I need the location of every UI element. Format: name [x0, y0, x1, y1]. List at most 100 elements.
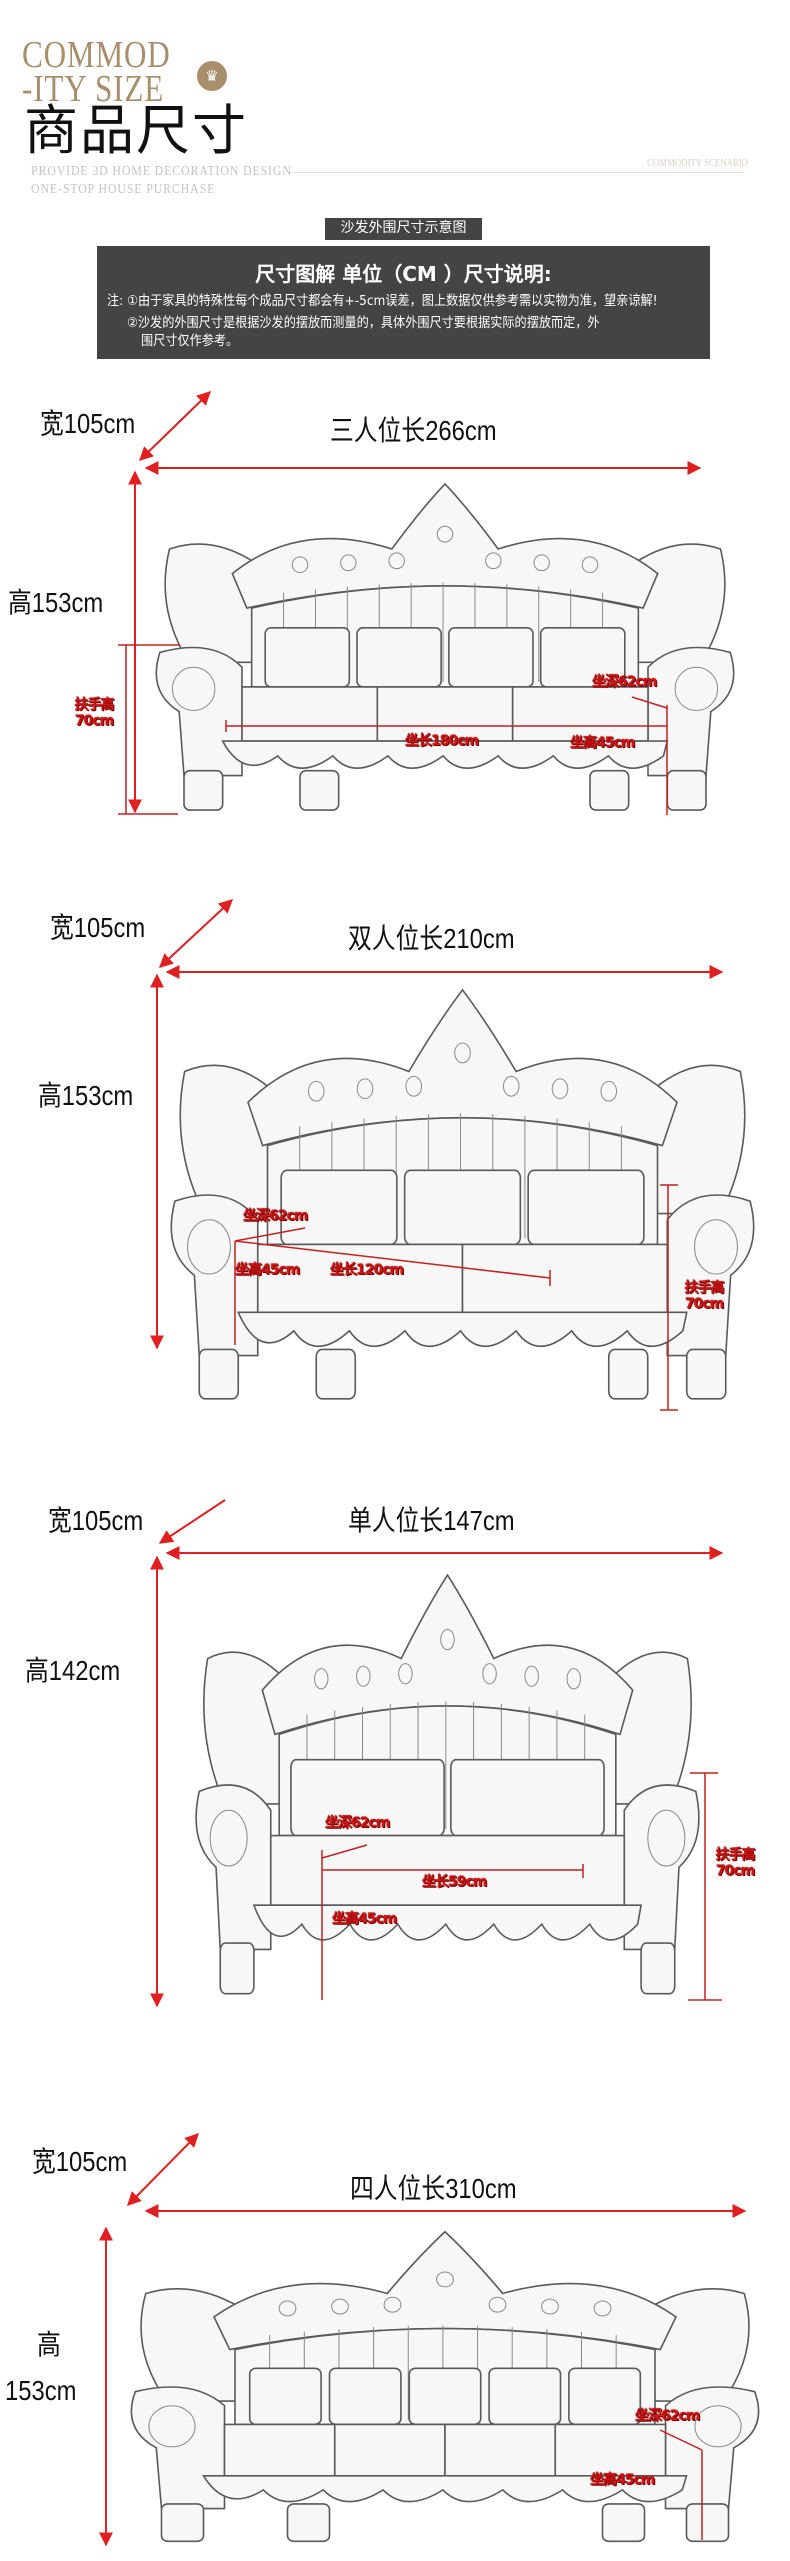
right-arm [666, 2387, 759, 2509]
left-arm-scroll [210, 1810, 247, 1866]
crest-ornament [279, 2301, 296, 2316]
four-seat-sofa-sketch [130, 2228, 760, 2546]
crown-icon: ♛ [197, 61, 227, 91]
arm-height-text: 扶手高 [715, 1847, 756, 1863]
crest-ornament [582, 557, 597, 573]
arm-height-value: 70cm [684, 1296, 724, 1312]
crest-ornament [534, 555, 549, 571]
left-arm-scroll [172, 667, 215, 710]
crest-ornament [292, 557, 307, 573]
crest-ornament [542, 2299, 559, 2314]
carved-apron [254, 1905, 641, 1940]
sofa-leg [590, 771, 629, 810]
left-arm [131, 2387, 224, 2509]
sofa-leg [316, 1349, 355, 1398]
length-label: 双人位长210cm [348, 923, 515, 954]
note-2-line2: 围尺寸仅作参考。 [141, 333, 239, 349]
height-label: 高153cm [38, 1080, 134, 1111]
seat-length-label: 坐长120cm [330, 1262, 404, 1278]
arm-height-text: 扶手高 [684, 1280, 725, 1296]
height-label: 高153cm [8, 587, 104, 618]
seat-cushion [445, 2424, 555, 2475]
left-arm [171, 1195, 257, 1356]
seat-depth-label: 坐深62cm [592, 674, 657, 690]
sofa-leg [220, 1943, 254, 1994]
sofa-leg [288, 2504, 330, 2541]
seat-cushion [377, 687, 512, 741]
seat-length-label: 坐长180cm [405, 733, 479, 749]
title-en-line1: COMMOD [22, 34, 171, 76]
seat-length-label: 坐长59cm [422, 1874, 487, 1890]
left-arm [156, 648, 242, 776]
scenario-label: COMMODITY SCENARIO [647, 157, 749, 169]
crest-ornament [552, 1079, 568, 1099]
page-title: 商品尺寸 [24, 99, 248, 162]
sofa-leg [687, 2504, 729, 2541]
left-arm-scroll [188, 1220, 231, 1274]
right-arm-scroll [695, 1220, 738, 1274]
height-label: 高142cm [25, 1655, 121, 1686]
right-arm [648, 648, 734, 776]
width-label: 宽105cm [40, 408, 136, 439]
width-label: 宽105cm [32, 2146, 128, 2177]
sofa-leg [162, 2504, 204, 2541]
two-seat-sofa-sketch [170, 985, 755, 1405]
note-1: 注: ①由于家具的特殊性每个成品尺寸都会有+-5cm误差，图上数据仅供参考需以实… [107, 293, 658, 309]
title-en-line2: -ITY SIZE [22, 68, 165, 110]
crest-ornament [455, 1043, 471, 1063]
carved-apron [238, 1312, 687, 1346]
length-label: 四人位长310cm [350, 2173, 517, 2204]
seat-depth-label: 坐深62cm [635, 2408, 700, 2424]
seat-depth-label: 坐深62cm [325, 1815, 390, 1831]
crest-ornament [441, 1629, 454, 1649]
width-arrow [138, 391, 212, 461]
crest-ornament [525, 1666, 538, 1686]
sofa-leg [603, 2504, 645, 2541]
crest-ornament [503, 1076, 519, 1096]
right-arm-scroll [648, 1810, 685, 1866]
right-arm-scroll [675, 667, 718, 710]
crest-ornament [486, 553, 501, 569]
crest-ornament [483, 1664, 496, 1684]
diagram-label: 沙发外围尺寸示意图 [325, 218, 482, 240]
seat-depth-line [631, 696, 668, 709]
note-2-line1: ②沙发的外围尺寸是根据沙发的摆放而测量的，具体外围尺寸要根据实际的摆放而定，外 [127, 315, 600, 331]
carved-apron [204, 2476, 687, 2502]
crest-ornament [594, 2301, 611, 2316]
crest-ornament [406, 1076, 422, 1096]
seat-cushion [513, 687, 648, 741]
sofa-leg [609, 1349, 648, 1398]
seat-cushion [242, 687, 377, 741]
subtitle-line1: PROVIDE 3D HOME DECORATION DESIGN [31, 164, 292, 179]
height-value: 153cm [5, 2375, 77, 2406]
notes-heading: 尺寸图解 单位（CM ）尺寸说明: [255, 262, 552, 286]
sofa-leg [184, 771, 223, 810]
length-label: 单人位长147cm [348, 1505, 515, 1536]
seat-cushion [225, 2424, 335, 2475]
crest-ornament [389, 553, 404, 569]
right-arm [624, 1785, 699, 1949]
crest-ornament [601, 1081, 617, 1101]
seat-height-label: 坐高45cm [235, 1262, 300, 1278]
arm-height-text: 扶手高 [74, 697, 115, 713]
seat-height-label: 坐高45cm [590, 2472, 655, 2488]
sofa-leg [687, 1349, 726, 1398]
header-divider [290, 172, 745, 173]
subtitle-line2: ONE-STOP HOUSE PURCHASE [31, 182, 216, 197]
crest-ornament [315, 1669, 328, 1689]
sofa-leg [300, 771, 339, 810]
width-label: 宽105cm [48, 1505, 144, 1536]
arm-height-value: 70cm [715, 1863, 755, 1879]
carved-apron [223, 741, 668, 768]
seat-cushion [335, 2424, 445, 2475]
crest-ornament [384, 2297, 401, 2312]
crest-ornament [567, 1669, 580, 1689]
sofa-leg [199, 1349, 238, 1398]
crest-ornament [437, 526, 452, 542]
crest-ornament [437, 2272, 454, 2287]
three-seat-sofa-sketch [155, 480, 735, 815]
seat-height-label: 坐高45cm [332, 1911, 397, 1927]
